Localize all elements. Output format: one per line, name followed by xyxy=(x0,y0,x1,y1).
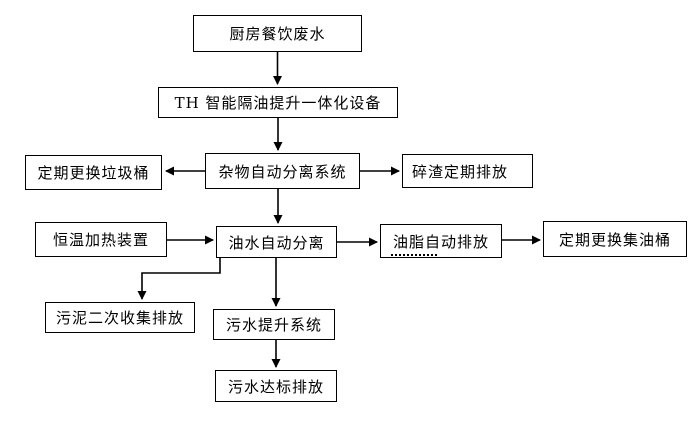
arrow-oil-water-to-sludge xyxy=(137,258,221,300)
node-replace-oil-drum: 定期更换集油桶 xyxy=(543,221,687,257)
node-compliant-discharge: 污水达标排放 xyxy=(215,370,337,402)
node-debris-separation-system: 杂物自动分离系统 xyxy=(205,153,360,189)
node-grease-auto-discharge: 油脂自动排放 xyxy=(380,224,502,258)
node-heating-device: 恒温加热装置 xyxy=(35,222,167,257)
node-sewage-lift-system: 污水提升系统 xyxy=(213,309,335,340)
node-kitchen-wastewater: 厨房餐饮废水 xyxy=(193,15,362,52)
node-th-integrated-equipment: TH 智能隔油提升一体化设备 xyxy=(158,87,398,118)
node-sludge-collection-discharge: 污泥二次收集排放 xyxy=(45,302,195,333)
emphasis-dots xyxy=(391,251,437,256)
node-oil-water-separation: 油水自动分离 xyxy=(216,226,337,258)
node-residue-discharge: 碎渣定期排放 xyxy=(402,154,533,188)
node-grease-label: 油脂自动排放 xyxy=(392,232,489,251)
node-replace-trash-bin: 定期更换垃圾桶 xyxy=(25,155,162,190)
